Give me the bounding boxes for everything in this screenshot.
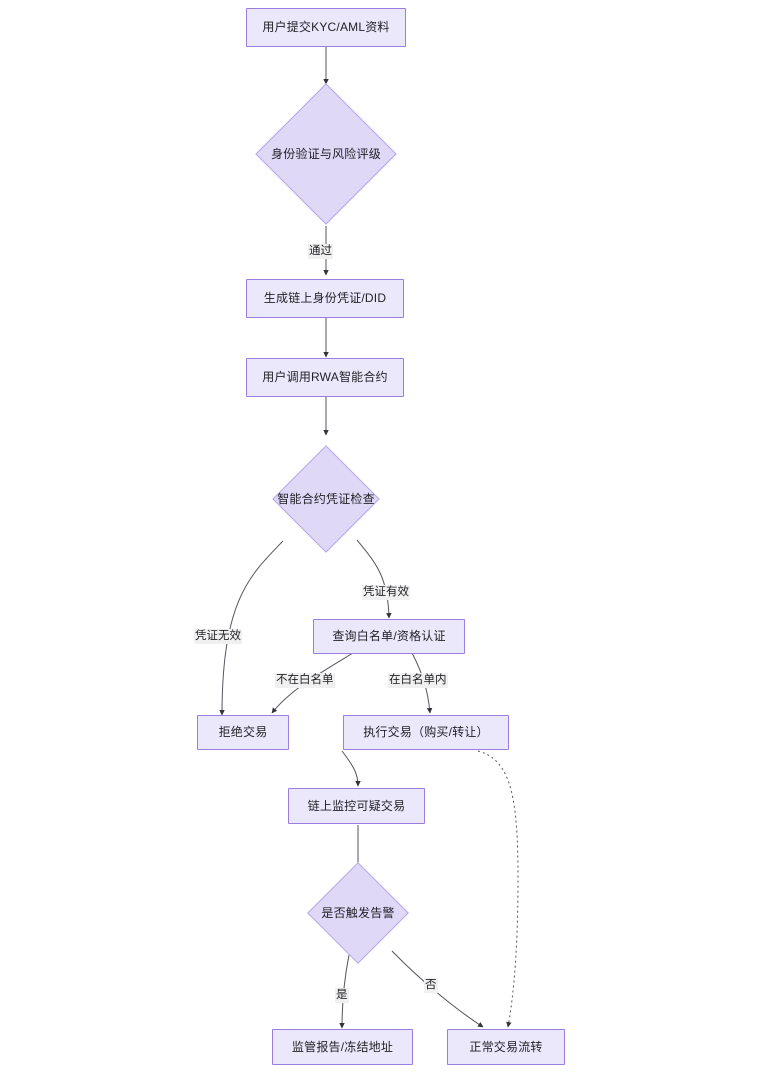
edge-n10-n12 bbox=[391, 950, 484, 1028]
edge-label-not-whitelisted: 不在白名单 bbox=[275, 673, 335, 688]
node-label: 查询白名单/资格认证 bbox=[332, 629, 446, 643]
node-label: 智能合约凭证检查 bbox=[277, 491, 375, 506]
node-call-rwa-contract[interactable]: 用户调用RWA智能合约 bbox=[246, 358, 404, 397]
node-label: 用户提交KYC/AML资料 bbox=[262, 20, 390, 34]
node-regulatory-report-freeze[interactable]: 监管报告/冻结地址 bbox=[272, 1029, 413, 1065]
node-onchain-monitoring[interactable]: 链上监控可疑交易 bbox=[288, 788, 425, 824]
node-user-submit-kyc[interactable]: 用户提交KYC/AML资料 bbox=[246, 8, 406, 47]
edge-n8-n12 bbox=[477, 750, 519, 1028]
node-label: 链上监控可疑交易 bbox=[307, 798, 406, 813]
edge-label-pass: 通过 bbox=[308, 244, 333, 259]
node-label: 执行交易（购买/转让） bbox=[363, 725, 489, 739]
node-generate-onchain-did[interactable]: 生成链上身份凭证/DID bbox=[246, 279, 404, 318]
edge-n8-n9 bbox=[341, 750, 361, 787]
node-whitelist-query[interactable]: 查询白名单/资格认证 bbox=[313, 619, 465, 654]
node-label: 是否触发告警 bbox=[321, 905, 395, 920]
node-normal-transaction-flow[interactable]: 正常交易流转 bbox=[447, 1029, 565, 1065]
node-contract-credential-check[interactable]: 智能合约凭证检查 bbox=[272, 445, 380, 553]
edge-label-no: 否 bbox=[424, 978, 438, 993]
node-identity-risk-decision[interactable]: 身份验证与风险评级 bbox=[255, 83, 397, 225]
node-label: 生成链上身份凭证/DID bbox=[263, 291, 387, 305]
edge-label-whitelisted: 在白名单内 bbox=[388, 673, 448, 688]
node-label: 监管报告/冻结地址 bbox=[291, 1039, 394, 1054]
edge-n5-n7 bbox=[219, 540, 284, 716]
node-alert-decision[interactable]: 是否触发告警 bbox=[307, 862, 409, 964]
node-execute-transaction[interactable]: 执行交易（购买/转让） bbox=[343, 715, 509, 750]
edge-label-cred-valid: 凭证有效 bbox=[362, 585, 410, 600]
edge-label-yes: 是 bbox=[335, 988, 349, 1003]
node-label: 用户调用RWA智能合约 bbox=[262, 370, 388, 384]
node-label: 身份验证与风险评级 bbox=[271, 146, 381, 161]
edge-n5-n6 bbox=[356, 539, 392, 619]
node-label: 拒绝交易 bbox=[218, 725, 268, 739]
edge-label-cred-invalid: 凭证无效 bbox=[194, 629, 242, 644]
node-reject-transaction[interactable]: 拒绝交易 bbox=[197, 715, 289, 750]
node-label: 正常交易流转 bbox=[469, 1039, 543, 1054]
